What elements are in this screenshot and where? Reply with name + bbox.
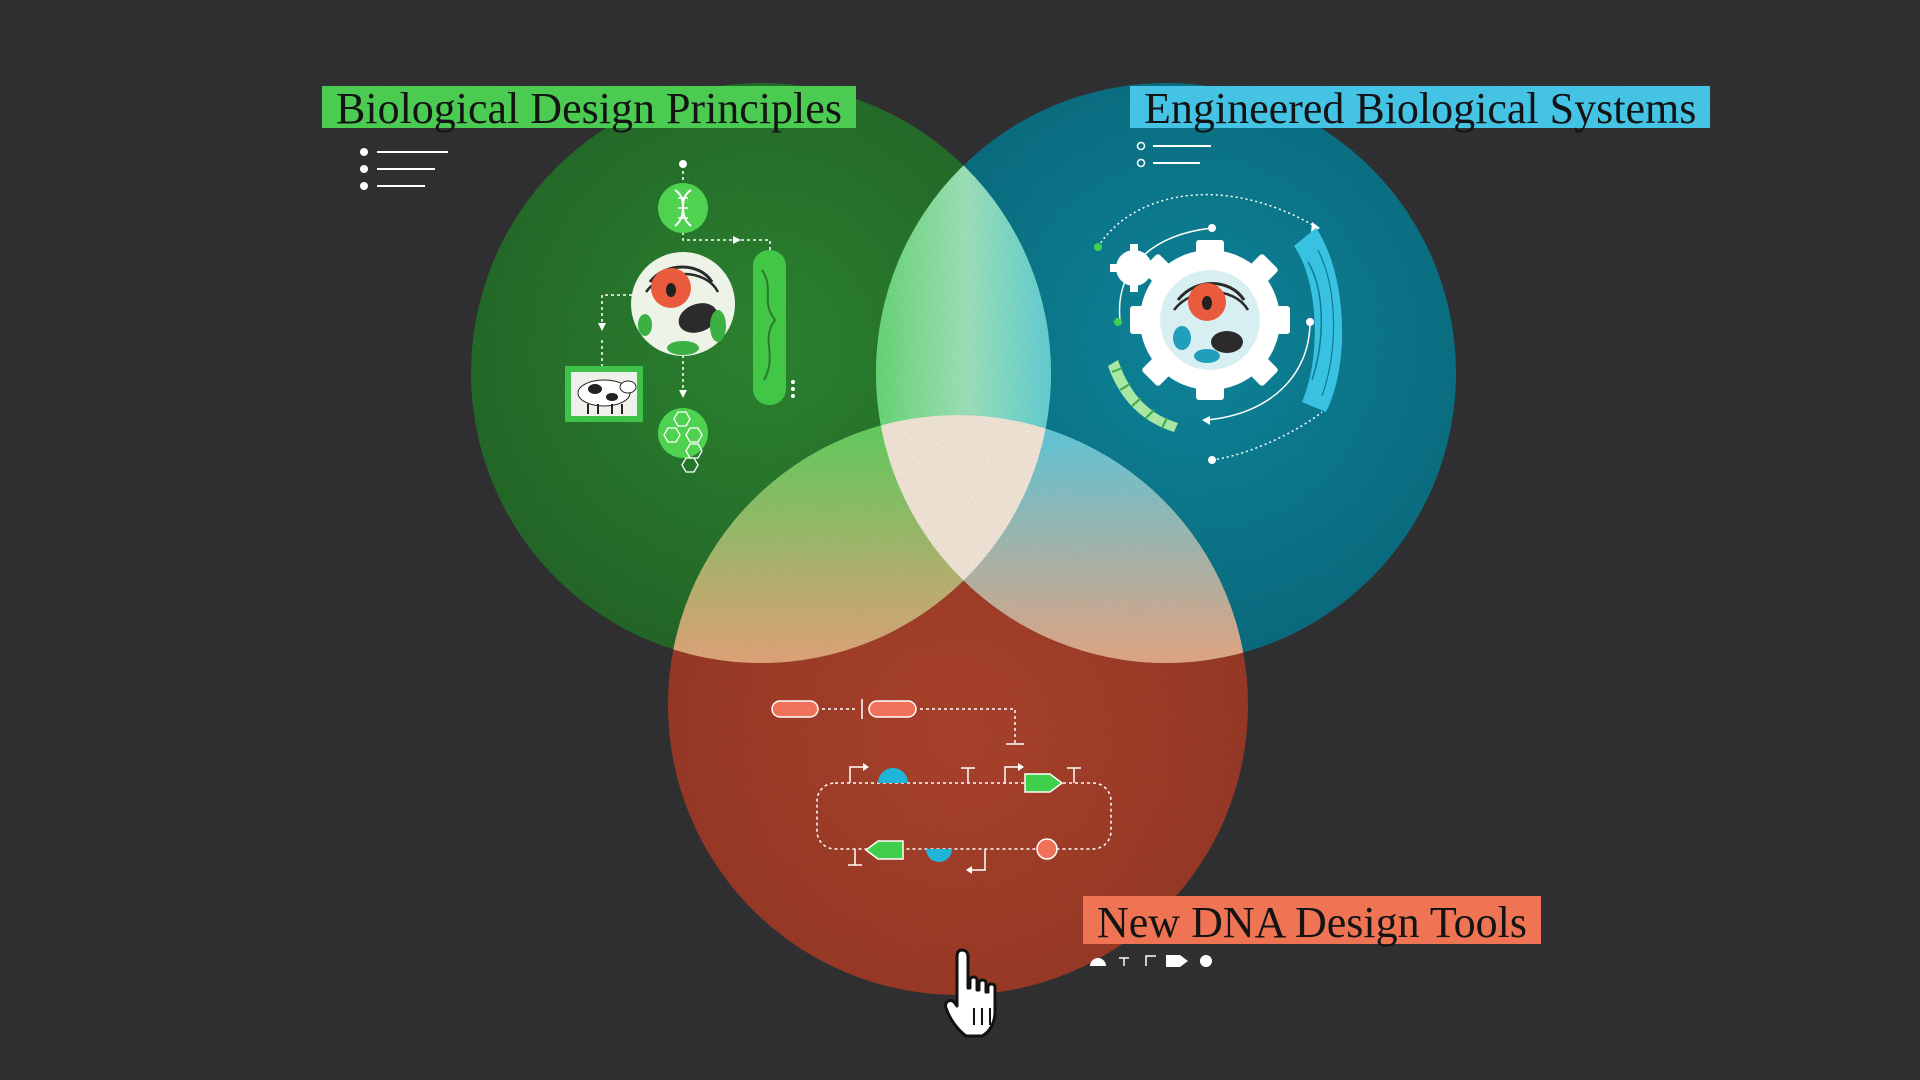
plasmid-part-1 xyxy=(771,700,819,718)
blue-half-circle-top xyxy=(878,768,908,783)
dna-symbol-legend xyxy=(1090,955,1212,967)
molecule-icon xyxy=(658,408,708,473)
set-label-engineered-biological-systems: Engineered Biological Systems xyxy=(1130,86,1711,132)
green-cds-bottom xyxy=(864,840,904,860)
hand-pointer-icon xyxy=(944,948,997,1038)
settings-list-icon xyxy=(1136,141,1211,168)
set-label-biological-design-principles: Biological Design Principles xyxy=(322,86,856,132)
textured-arc-icon xyxy=(1294,228,1343,412)
red-dot-node xyxy=(1036,838,1058,860)
set-label-new-dna-design-tools: New DNA Design Tools xyxy=(1083,896,1541,947)
striped-arc-icon xyxy=(1108,360,1178,432)
dna-design-illustration xyxy=(771,699,1112,874)
cell-icon xyxy=(631,252,735,356)
list-icon xyxy=(360,148,448,190)
gear-cell-icon xyxy=(1130,240,1290,400)
bacterium-icon xyxy=(753,250,795,405)
dna-icon xyxy=(658,183,708,233)
biological-design-illustration xyxy=(360,148,795,473)
green-cds-top xyxy=(1024,773,1064,793)
plasmid-part-2 xyxy=(868,700,917,718)
blue-half-circle-bottom xyxy=(926,849,952,862)
engineered-systems-illustration xyxy=(1094,141,1343,464)
cow-icon xyxy=(565,366,643,422)
